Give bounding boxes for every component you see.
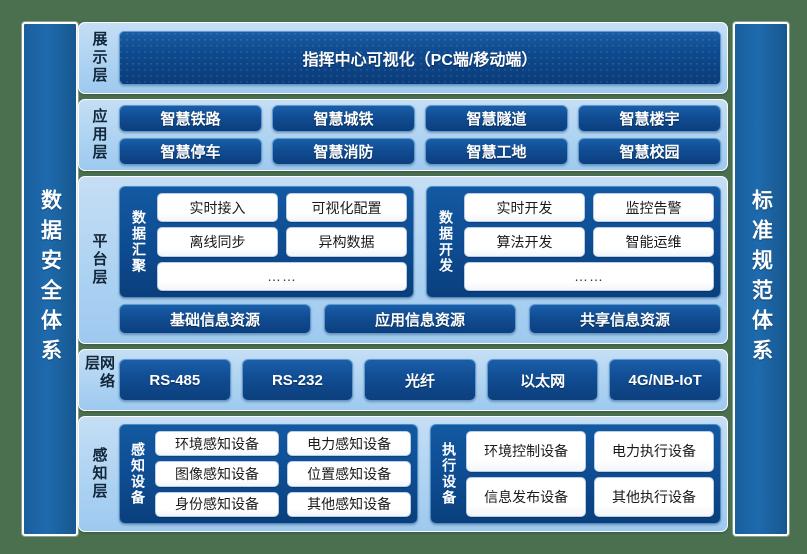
platform-item-offline-sync[interactable]: 离线同步 bbox=[157, 227, 278, 257]
platform-group-2-items: 实时开发 监控告警 算法开发 智能运维 …… bbox=[459, 193, 714, 291]
left-pillar-data-security: 数据安全体系 bbox=[22, 22, 78, 536]
right-pillar-label: 标准规范体系 bbox=[749, 189, 773, 369]
layer-sensing-label: 感知层 bbox=[90, 447, 108, 501]
app-item-smart-construction-site[interactable]: 智慧工地 bbox=[425, 138, 568, 165]
network-item-ethernet[interactable]: 以太网 bbox=[486, 359, 599, 401]
platform-group-data-development: 数据开发 实时开发 监控告警 算法开发 智能运维 bbox=[426, 186, 721, 298]
layer-network: 网络层 RS-485 RS-232 光纤 以太网 4G/NB-IoT bbox=[78, 349, 728, 411]
platform-group-2-row-2: 算法开发 智能运维 bbox=[464, 227, 714, 257]
layer-application-label-wrap: 应用层 bbox=[85, 105, 113, 165]
display-command-center-box[interactable]: 指挥中心可视化（PC端/移动端） bbox=[119, 31, 721, 85]
layer-display: 展示层 指挥中心可视化（PC端/移动端） bbox=[78, 22, 728, 94]
platform-resources: 基础信息资源 应用信息资源 共享信息资源 bbox=[119, 304, 721, 334]
sensing-group-2-items: 环境控制设备 电力执行设备 信息发布设备 其他执行设备 bbox=[461, 431, 714, 517]
sensing-group-1-items: 环境感知设备 电力感知设备 图像感知设备 位置感知设备 身份感知设备 其他感知设… bbox=[150, 431, 412, 517]
network-item-4g-nbiot[interactable]: 4G/NB-IoT bbox=[609, 359, 721, 401]
platform-item-monitoring-alarm[interactable]: 监控告警 bbox=[593, 193, 714, 223]
sensor-item-position[interactable]: 位置感知设备 bbox=[287, 461, 412, 487]
app-item-smart-parking[interactable]: 智慧停车 bbox=[119, 138, 262, 165]
platform-groups: 数据汇聚 实时接入 可视化配置 离线同步 异构数据 bbox=[119, 186, 721, 298]
platform-group-2-row-1: 实时开发 监控告警 bbox=[464, 193, 714, 223]
layer-network-label: 网络层 bbox=[83, 355, 115, 391]
platform-item-visual-config[interactable]: 可视化配置 bbox=[286, 193, 407, 223]
sensing-group-2-row-1: 环境控制设备 电力执行设备 bbox=[466, 431, 714, 472]
sensing-group-1-row-1: 环境感知设备 电力感知设备 bbox=[155, 431, 412, 457]
layer-sensing: 感知层 感知设备 环境感知设备 电力感知设备 bbox=[78, 416, 728, 532]
sensing-group-1-label-wrap: 感知设备 bbox=[126, 431, 150, 517]
sensing-group-2-row-2: 信息发布设备 其他执行设备 bbox=[466, 476, 714, 517]
platform-group-1-row-3: …… bbox=[157, 261, 407, 291]
layer-display-body: 指挥中心可视化（PC端/移动端） bbox=[113, 28, 721, 88]
sensor-item-image[interactable]: 图像感知设备 bbox=[155, 461, 280, 487]
actuator-item-information-release[interactable]: 信息发布设备 bbox=[466, 476, 587, 517]
application-row-1: 智慧铁路 智慧城铁 智慧隧道 智慧楼宇 bbox=[119, 105, 721, 132]
platform-group-data-aggregation: 数据汇聚 实时接入 可视化配置 离线同步 异构数据 bbox=[119, 186, 414, 298]
platform-group-1-label-wrap: 数据汇聚 bbox=[126, 193, 152, 291]
network-item-rs232[interactable]: RS-232 bbox=[241, 359, 354, 401]
sensing-group-1-row-2: 图像感知设备 位置感知设备 bbox=[155, 461, 412, 487]
layer-application-body: 智慧铁路 智慧城铁 智慧隧道 智慧楼宇 智慧停车 智慧消防 智慧工地 智慧校园 bbox=[113, 105, 721, 165]
right-pillar-standards: 标准规范体系 bbox=[733, 22, 789, 536]
layer-network-label-wrap: 网络层 bbox=[83, 355, 115, 405]
layer-network-body: RS-485 RS-232 光纤 以太网 4G/NB-IoT bbox=[113, 355, 721, 405]
platform-group-2-row-3: …… bbox=[464, 261, 714, 291]
platform-item-more-development[interactable]: …… bbox=[464, 261, 714, 291]
platform-group-1-row-2: 离线同步 异构数据 bbox=[157, 227, 407, 257]
layer-sensing-label-wrap: 感知层 bbox=[85, 422, 113, 526]
resource-basic-information[interactable]: 基础信息资源 bbox=[119, 304, 311, 334]
layer-display-label-wrap: 展示层 bbox=[85, 28, 113, 88]
left-pillar-label: 数据安全体系 bbox=[38, 189, 62, 369]
layer-sensing-body: 感知设备 环境感知设备 电力感知设备 图像感知设备 位置感知设备 bbox=[113, 422, 721, 526]
actuator-item-environment-control[interactable]: 环境控制设备 bbox=[466, 431, 587, 472]
layer-platform: 平台层 数据汇聚 实时接入 可视化配置 bbox=[78, 176, 728, 344]
resource-application-information[interactable]: 应用信息资源 bbox=[324, 304, 516, 334]
platform-group-2-label-wrap: 数据开发 bbox=[433, 193, 459, 291]
platform-group-1-row-1: 实时接入 可视化配置 bbox=[157, 193, 407, 223]
sensor-item-environment[interactable]: 环境感知设备 bbox=[155, 431, 280, 457]
network-item-fiber[interactable]: 光纤 bbox=[364, 359, 476, 401]
layer-stack: 展示层 指挥中心可视化（PC端/移动端） 应用层 智慧铁路 智慧城铁 智慧隧道 … bbox=[78, 22, 728, 534]
sensing-group-1-row-3: 身份感知设备 其他感知设备 bbox=[155, 491, 412, 517]
network-item-rs485[interactable]: RS-485 bbox=[119, 359, 231, 401]
platform-item-realtime-development[interactable]: 实时开发 bbox=[464, 193, 585, 223]
resource-shared-information[interactable]: 共享信息资源 bbox=[529, 304, 721, 334]
network-items: RS-485 RS-232 光纤 以太网 4G/NB-IoT bbox=[119, 359, 721, 401]
actuator-item-power-execution[interactable]: 电力执行设备 bbox=[594, 431, 714, 472]
sensing-group-1-label: 感知设备 bbox=[130, 442, 146, 506]
sensing-group-2-label: 执行设备 bbox=[441, 442, 458, 506]
layer-platform-body: 数据汇聚 实时接入 可视化配置 离线同步 异构数据 bbox=[113, 182, 721, 338]
actuator-item-other-execution[interactable]: 其他执行设备 bbox=[594, 476, 714, 517]
layer-platform-label: 平台层 bbox=[90, 233, 108, 287]
app-item-smart-fire[interactable]: 智慧消防 bbox=[272, 138, 415, 165]
layer-display-label: 展示层 bbox=[90, 31, 108, 85]
layer-application: 应用层 智慧铁路 智慧城铁 智慧隧道 智慧楼宇 智慧停车 智慧消防 智慧工地 智… bbox=[78, 99, 728, 171]
platform-item-heterogeneous-data[interactable]: 异构数据 bbox=[286, 227, 407, 257]
platform-item-realtime-ingest[interactable]: 实时接入 bbox=[157, 193, 278, 223]
app-item-smart-campus[interactable]: 智慧校园 bbox=[578, 138, 721, 165]
platform-item-intelligent-ops[interactable]: 智能运维 bbox=[593, 227, 714, 257]
sensing-group-2-label-wrap: 执行设备 bbox=[437, 431, 461, 517]
app-item-smart-building[interactable]: 智慧楼宇 bbox=[578, 105, 721, 132]
platform-item-more-aggregation[interactable]: …… bbox=[157, 261, 407, 291]
platform-group-2-label: 数据开发 bbox=[438, 210, 454, 274]
sensor-item-other[interactable]: 其他感知设备 bbox=[287, 491, 412, 517]
sensing-group-actuator-devices: 执行设备 环境控制设备 电力执行设备 信息发布设备 其他执行设备 bbox=[430, 424, 721, 524]
sensing-group-sensor-devices: 感知设备 环境感知设备 电力感知设备 图像感知设备 位置感知设备 bbox=[119, 424, 419, 524]
platform-group-1-items: 实时接入 可视化配置 离线同步 异构数据 …… bbox=[152, 193, 407, 291]
sensing-groups: 感知设备 环境感知设备 电力感知设备 图像感知设备 位置感知设备 bbox=[119, 424, 721, 524]
platform-item-algorithm-development[interactable]: 算法开发 bbox=[464, 227, 585, 257]
app-item-smart-railway[interactable]: 智慧铁路 bbox=[119, 105, 262, 132]
application-row-2: 智慧停车 智慧消防 智慧工地 智慧校园 bbox=[119, 138, 721, 165]
platform-group-1-label: 数据汇聚 bbox=[131, 210, 147, 274]
layer-application-label: 应用层 bbox=[90, 108, 108, 162]
app-item-smart-tunnel[interactable]: 智慧隧道 bbox=[425, 105, 568, 132]
sensor-item-identity[interactable]: 身份感知设备 bbox=[155, 491, 280, 517]
layer-platform-label-wrap: 平台层 bbox=[85, 182, 113, 338]
app-item-smart-urban-rail[interactable]: 智慧城铁 bbox=[272, 105, 415, 132]
sensor-item-power[interactable]: 电力感知设备 bbox=[287, 431, 412, 457]
